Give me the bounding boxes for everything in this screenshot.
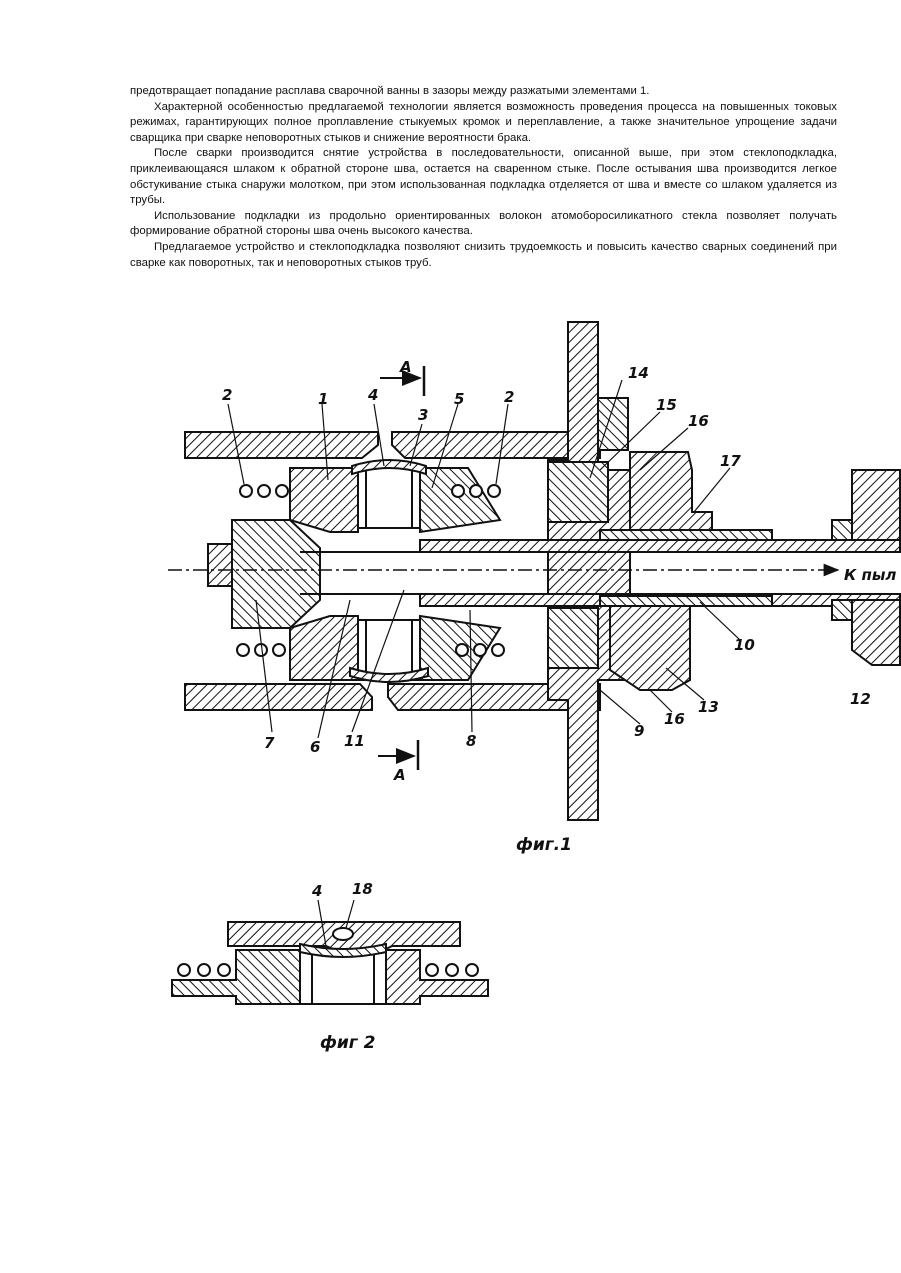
fig1-label-6: 6 <box>310 738 320 756</box>
figure-1 <box>168 322 900 820</box>
section-label-a-top: А <box>399 358 412 376</box>
flange-plate <box>548 322 630 820</box>
segment-5-top <box>420 468 500 532</box>
cone-left-7 <box>232 520 320 628</box>
section-label-a-bottom: А <box>393 766 406 784</box>
shaft-upper <box>420 540 900 552</box>
fig2-base-left <box>172 950 300 1004</box>
glass-backing-bottom <box>358 620 420 680</box>
fig1-label-7: 7 <box>264 734 275 752</box>
handwheel-12-top <box>852 470 900 540</box>
pipe-wall-top-left <box>185 432 378 458</box>
fig2-label-4: 4 <box>311 882 322 900</box>
fig1-label-10: 10 <box>734 636 755 654</box>
fig1-label-11: 11 <box>344 732 365 750</box>
fig2-base-right <box>386 950 488 1004</box>
fig1-label-2-left: 2 <box>222 386 232 404</box>
flow-label: К пыл <box>844 566 896 584</box>
fig2-part-18 <box>333 928 353 940</box>
fig2-spring-right <box>426 964 478 976</box>
fig1-label-12: 12 <box>850 690 871 708</box>
segment-1-bottom <box>290 616 358 680</box>
fig1-label-16-bottom: 16 <box>664 710 685 728</box>
hub-16-17 <box>630 452 712 530</box>
fig1-label-17: 17 <box>720 452 741 470</box>
fig2-label-18: 18 <box>352 880 373 898</box>
fig1-label-2-right: 2 <box>504 388 514 406</box>
glass-backing-top <box>358 466 420 528</box>
fig2-spring-left <box>178 964 230 976</box>
fig1-label-1: 1 <box>318 390 328 408</box>
spring-bottom-right <box>456 644 504 656</box>
spring-2-top-right <box>452 485 500 497</box>
fig1-label-15: 15 <box>656 396 677 414</box>
block-14 <box>548 462 608 522</box>
handwheel-12-bottom <box>852 600 900 665</box>
shaft-collar-10 <box>600 596 772 606</box>
figure-2 <box>172 900 488 1004</box>
segment-1-top <box>290 468 358 532</box>
fig1-label-13: 13 <box>698 698 719 716</box>
fig1-label-8: 8 <box>466 732 476 750</box>
fig1-label-3: 3 <box>418 406 428 424</box>
fig1-label-14: 14 <box>628 364 649 382</box>
spring-2-top-left <box>240 485 288 497</box>
pipe-wall-bottom-left <box>185 684 372 710</box>
fig1-label-16-top: 16 <box>688 412 709 430</box>
hub-lower-13 <box>610 600 690 690</box>
shaft-collar-top <box>600 530 772 540</box>
block-9 <box>548 608 598 668</box>
fig1-label-5: 5 <box>454 390 464 408</box>
fig1-label-4: 4 <box>367 386 378 404</box>
figure-2-caption: фиг 2 <box>320 1033 375 1053</box>
rod-left-nut <box>208 544 232 586</box>
figure-1-caption: фиг.1 <box>516 835 572 855</box>
fig1-label-9: 9 <box>634 722 644 740</box>
